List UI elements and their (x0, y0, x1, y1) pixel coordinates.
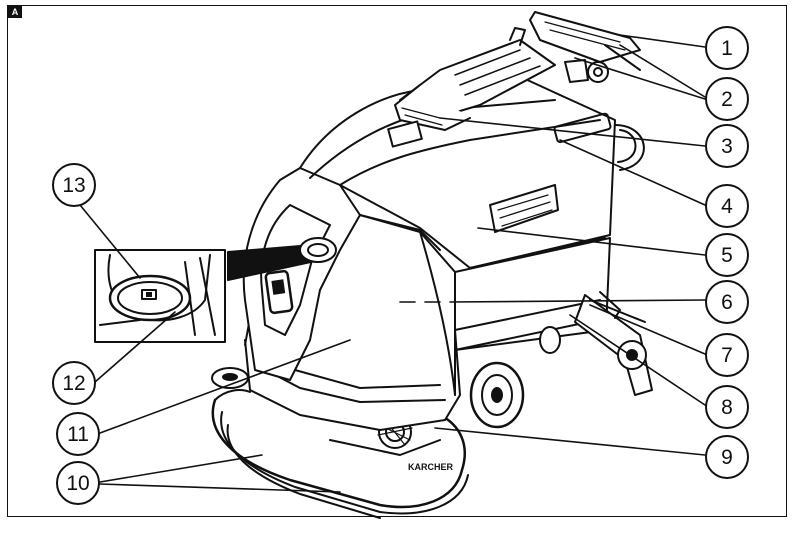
callout-circle (705, 124, 749, 168)
callout-label: 7 (721, 344, 733, 367)
callout-5: 5 (705, 233, 749, 277)
callout-circle (705, 77, 749, 121)
callout-label: 2 (721, 88, 733, 111)
callout-1: 1 (705, 26, 749, 70)
callout-label: 9 (721, 446, 733, 469)
callout-2: 2 (705, 77, 749, 121)
callout-label: 6 (721, 291, 733, 314)
callout-8: 8 (705, 385, 749, 429)
svg-text:KARCHER: KARCHER (408, 462, 454, 472)
callout-7: 7 (705, 333, 749, 377)
callout-label: 13 (62, 174, 85, 197)
callout-13: 13 (52, 163, 96, 207)
callout-label: 8 (721, 396, 733, 419)
callout-label: 1 (721, 37, 733, 60)
callout-label: 4 (721, 195, 733, 218)
callout-3: 3 (705, 124, 749, 168)
callout-label: 11 (67, 423, 89, 446)
callout-circle (56, 412, 100, 456)
callout-circle (705, 26, 749, 70)
callout-circle (705, 333, 749, 377)
machine-body (242, 71, 616, 431)
callout-label: 12 (62, 372, 85, 395)
callout-6: 6 (705, 280, 749, 324)
leader-lines (79, 34, 706, 493)
callout-circle (56, 461, 100, 505)
scrub-deck: KARCHER (211, 367, 469, 519)
callout-label: 5 (721, 244, 733, 267)
callout-circle (705, 280, 749, 324)
callout-circle (705, 184, 749, 228)
callout-12: 12 (52, 361, 96, 405)
callout-circle (705, 233, 749, 277)
handle-assembly (529, 11, 645, 171)
squeegee-assembly (574, 291, 653, 396)
callout-label: 10 (66, 472, 89, 495)
callout-label: 3 (721, 135, 733, 158)
callout-10: 10 (56, 461, 100, 505)
callout-circle (705, 435, 749, 479)
rear-wheel (469, 326, 561, 429)
callout-circle (705, 385, 749, 429)
callout-circle (52, 361, 96, 405)
callout-4: 4 (705, 184, 749, 228)
figure-frame (7, 5, 787, 517)
callout-circle (52, 163, 96, 207)
callout-9: 9 (705, 435, 749, 479)
figure-badge: A (8, 6, 22, 18)
detail-inset (94, 237, 337, 343)
callout-11: 11 (56, 412, 100, 456)
